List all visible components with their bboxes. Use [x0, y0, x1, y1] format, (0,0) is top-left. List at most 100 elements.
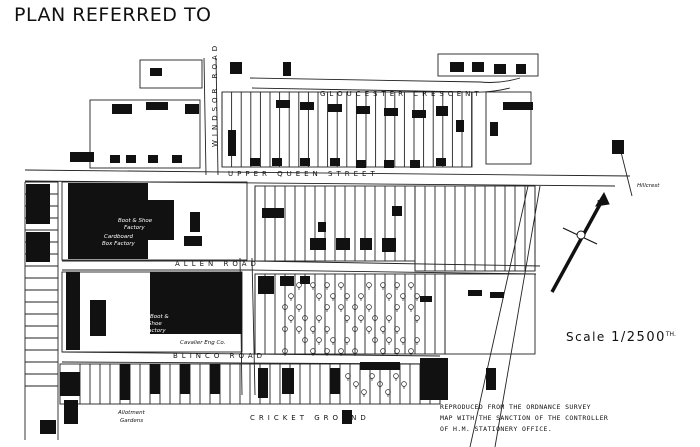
tree-crown — [414, 293, 420, 299]
building-17 — [503, 102, 533, 110]
tree-crown — [338, 304, 344, 310]
building-14 — [384, 108, 398, 116]
tree-crown — [296, 304, 302, 310]
tree-crown — [296, 282, 302, 288]
tree-symbol-6-2 — [310, 348, 316, 356]
credit-line-3: of H.M. Stationery Office. — [440, 425, 553, 433]
scale-suffix: TH. — [665, 331, 676, 338]
building-0 — [150, 68, 162, 76]
tree-crown — [408, 348, 414, 354]
building-53 — [150, 364, 160, 394]
tree-crown — [414, 315, 420, 321]
building-49 — [420, 296, 432, 302]
building-47 — [280, 276, 294, 286]
building-8 — [146, 102, 168, 110]
tree-symbol-3-9 — [414, 315, 420, 323]
tree-symbol-1-2 — [316, 293, 322, 301]
place-label-cavalier-eng: Cavalier Eng Co. — [180, 340, 226, 346]
tree-crown — [344, 337, 350, 343]
tree-symbol-4-3 — [324, 326, 330, 334]
tree-crown — [377, 381, 383, 387]
building-55 — [210, 364, 220, 394]
tree-symbol-2-6 — [366, 304, 372, 312]
road-edge-10 — [251, 257, 256, 396]
building-33 — [456, 120, 464, 132]
street-label-blinco-road: BLINCO ROAD — [173, 352, 266, 360]
tree-crown — [394, 348, 400, 354]
building-27 — [300, 158, 310, 166]
tree-crown — [372, 337, 378, 343]
tree-crown — [316, 315, 322, 321]
plot-block-11 — [139, 59, 203, 89]
building-12 — [328, 104, 342, 112]
place-label-hillcrest: Hillcrest — [637, 183, 660, 189]
building-39 — [262, 208, 284, 218]
building-29 — [356, 160, 366, 168]
map-title: PLAN REFERRED TO — [14, 4, 212, 26]
tree-crown — [386, 293, 392, 299]
building-56 — [258, 368, 268, 398]
tree-symbol-6-9 — [408, 348, 414, 356]
plot-block-9 — [485, 91, 532, 165]
credit-line-1: Reproduced from the Ordnance Survey — [440, 403, 591, 411]
tree-symbol-5-8 — [400, 337, 406, 345]
tree-crown — [401, 381, 407, 387]
tree-crown — [296, 326, 302, 332]
tree-crown — [324, 326, 330, 332]
tree-symbol-4-0 — [282, 326, 288, 334]
building-34 — [612, 140, 624, 154]
road-edge-4 — [61, 351, 441, 357]
road-edge-7 — [215, 57, 219, 176]
tree-crown — [316, 337, 322, 343]
ordnance-survey-credit: Reproduced from the Ordnance Survey map … — [440, 402, 690, 435]
tree-symbol-5-9 — [414, 337, 420, 345]
plot-block-0 — [61, 181, 248, 261]
building-44 — [318, 222, 326, 232]
tree-symbol-3-0 — [288, 315, 294, 323]
tree-crown — [408, 304, 414, 310]
tree-symbol-1-5 — [358, 293, 364, 301]
tree-symbol-6-4 — [338, 348, 344, 356]
building-22 — [148, 155, 158, 163]
building-30 — [384, 160, 394, 168]
tree-crown — [372, 315, 378, 321]
building-54 — [180, 364, 190, 394]
tree-crown — [324, 304, 330, 310]
tree-symbol-south-1 — [353, 381, 359, 389]
tree-crown — [330, 293, 336, 299]
building-50 — [468, 290, 482, 296]
tree-symbol-3-7 — [386, 315, 392, 323]
building-40 — [310, 238, 326, 250]
tree-crown — [338, 282, 344, 288]
building-43 — [382, 238, 396, 252]
building-31 — [410, 160, 420, 168]
scale-label: Scale — [566, 330, 606, 344]
building-42 — [360, 238, 372, 250]
tree-crown — [358, 293, 364, 299]
tree-crown — [366, 326, 372, 332]
building-10 — [276, 100, 290, 108]
building-16 — [436, 106, 448, 116]
tree-symbol-6-0 — [282, 348, 288, 356]
tree-symbol-2-4 — [338, 304, 344, 312]
tree-crown — [386, 337, 392, 343]
building-37 — [190, 212, 200, 232]
building-57 — [282, 368, 294, 394]
tree-crown — [282, 348, 288, 354]
building-58 — [330, 368, 340, 394]
tree-symbol-3-6 — [372, 315, 378, 323]
tree-crown — [400, 337, 406, 343]
tree-symbol-4-7 — [380, 326, 386, 334]
tree-symbol-0-8 — [394, 282, 400, 290]
tree-crown — [352, 326, 358, 332]
tree-symbol-3-4 — [344, 315, 350, 323]
building-13 — [356, 106, 370, 114]
tree-crown — [282, 326, 288, 332]
tree-symbol-south-0 — [345, 373, 351, 381]
building-24 — [228, 130, 236, 156]
tree-crown — [288, 293, 294, 299]
building-4 — [472, 62, 484, 72]
tree-symbol-4-6 — [366, 326, 372, 334]
road-edge-12 — [494, 185, 541, 447]
